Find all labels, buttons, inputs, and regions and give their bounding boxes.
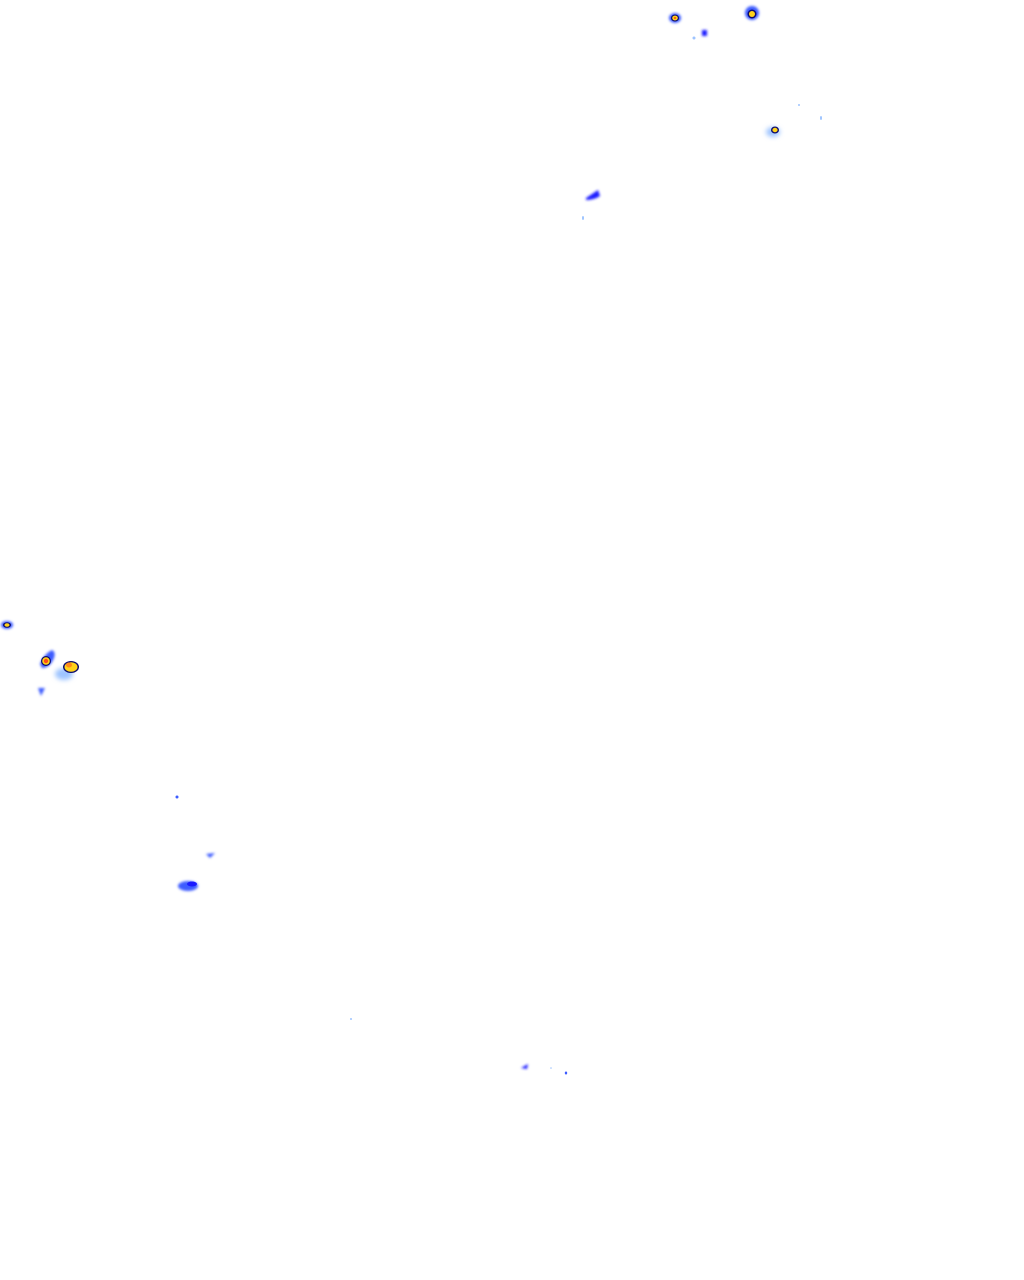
echo-cell-left-d [38,688,45,696]
echo-cell-top-b [745,6,759,20]
echo-cell-lower-b [206,853,215,858]
echo-cell-left-c [55,661,79,680]
echo-cell-left-b [40,650,55,668]
echo-cell-bottom-a [350,1018,352,1020]
echo-cell-mid-upper [582,190,600,220]
echo-cell-top-d [766,104,822,137]
echo-cell-left-a [1,621,13,629]
echo-cell-lower-a [175,795,179,799]
echo-cell-top-c [692,30,707,40]
echo-cell-lower-c [178,881,198,891]
echo-cell-top-a [669,13,681,23]
echo-cell-bottom-b [521,1064,568,1075]
